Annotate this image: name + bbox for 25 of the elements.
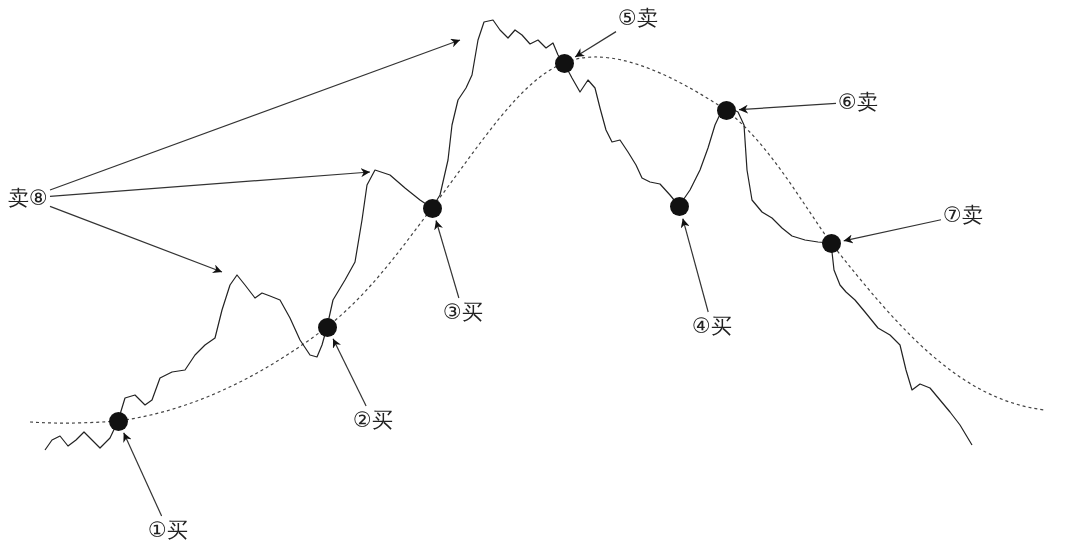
signal-dot: [422, 198, 442, 218]
signal-label: ④买: [692, 314, 732, 338]
signal-label: 卖⑧: [8, 186, 48, 210]
arrow: [738, 102, 837, 114]
arrow: [123, 432, 163, 517]
signal-dot: [821, 233, 841, 253]
arrow: [49, 38, 461, 191]
arrow: [574, 31, 617, 58]
arrow: [332, 338, 367, 407]
signal-label: ⑤卖: [618, 6, 658, 30]
arrow: [680, 217, 709, 313]
signal-label: ②买: [353, 408, 393, 432]
arrow: [49, 205, 223, 273]
signal-label: ⑦卖: [943, 203, 983, 227]
signal-dot: [317, 317, 337, 337]
signal-dot: [554, 53, 574, 73]
signal-label: ①买: [148, 518, 188, 542]
signal-dot: [108, 411, 128, 431]
arrow: [843, 219, 942, 244]
signal-label: ⑥卖: [838, 90, 878, 114]
signal-dot: [716, 100, 736, 120]
signal-dot: [669, 196, 689, 216]
arrow: [49, 168, 371, 197]
arrow: [434, 219, 460, 299]
signal-label: ③买: [443, 300, 483, 324]
